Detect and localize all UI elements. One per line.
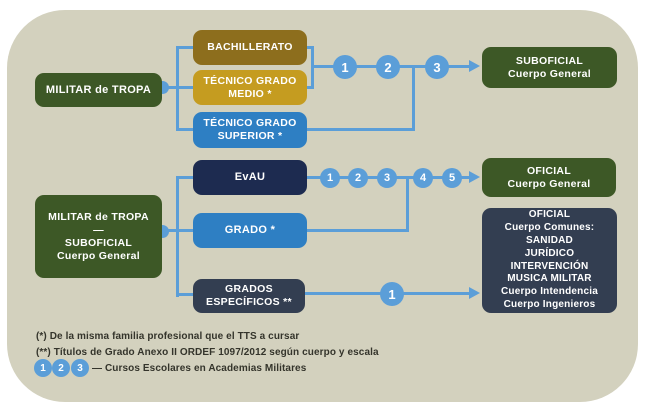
connector-grado-up	[406, 176, 409, 232]
step-circle: 2	[376, 55, 400, 79]
step-circle: 2	[348, 168, 368, 188]
node-label: BACHILLERATO	[207, 41, 293, 53]
arrowhead-suboficial	[469, 60, 480, 72]
node-bachillerato: BACHILLERATO	[193, 30, 307, 65]
node-label-line: SUPERIOR *	[217, 130, 283, 142]
connector-stub-evau	[176, 176, 194, 179]
connector-tecnico-superior-up	[412, 65, 415, 131]
step-circle: 3	[425, 55, 449, 79]
node-grados-especificos: GRADOS ESPECÍFICOS **	[193, 279, 305, 313]
node-tecnico-grado-superior: TÉCNICO GRADO SUPERIOR *	[193, 112, 307, 148]
node-label-line: JURÍDICO	[524, 247, 575, 259]
step-number: 1	[326, 172, 334, 184]
legend-label: — Cursos Escolares en Academias Militare…	[92, 363, 307, 374]
node-label-line: OFICIAL	[528, 209, 571, 221]
node-evau: EvAU	[193, 160, 307, 195]
node-label-line: ESPECÍFICOS **	[206, 296, 292, 308]
connector-branch-top-vertical	[176, 46, 179, 131]
node-label: MILITAR de TROPA	[45, 83, 152, 96]
node-oficial-cuerpo-general: OFICIAL Cuerpo General	[482, 158, 616, 197]
node-label-line: MILITAR de TROPA	[48, 210, 149, 223]
connector-grado-out	[306, 229, 409, 232]
footnote-asterisk: (*) De la misma familia profesional que …	[36, 331, 300, 342]
connector-tecnico-medio-out	[306, 86, 314, 89]
connector-stub-tecnico-superior	[176, 128, 194, 131]
node-label-line: TÉCNICO GRADO	[203, 74, 297, 87]
node-label-line: SUBOFICIAL	[64, 236, 133, 249]
node-oficial-cuerpos-comunes: OFICIAL Cuerpo Comunes: SANIDAD JURÍDICO…	[482, 208, 617, 313]
node-militar-tropa-suboficial: MILITAR de TROPA — SUBOFICIAL Cuerpo Gen…	[35, 195, 162, 278]
node-label-line: SUBOFICIAL	[515, 54, 584, 67]
step-circle: 5	[442, 168, 462, 188]
step-circle: 3	[377, 168, 397, 188]
node-militar-de-tropa: MILITAR de TROPA	[35, 73, 162, 107]
step-circle: 4	[413, 168, 433, 188]
step-circle: 1	[333, 55, 357, 79]
node-label-line: Cuerpo General	[507, 177, 591, 190]
connector-branch-bottom-vertical	[176, 176, 179, 297]
node-grado: GRADO *	[193, 213, 307, 248]
node-label-line: TÉCNICO GRADO	[203, 117, 297, 129]
step-number: 2	[384, 59, 392, 75]
legend-step-number: 3	[77, 362, 83, 374]
legend-step-number: 1	[40, 362, 46, 374]
step-number: 1	[388, 286, 396, 302]
step-number: 5	[448, 172, 456, 184]
node-label-line: INTERVENCIÓN	[510, 260, 589, 272]
step-circle: 1	[320, 168, 340, 188]
node-label-line: GRADOS	[225, 283, 273, 295]
legend-step-circle: 1	[34, 359, 52, 377]
node-tecnico-grado-medio: TÉCNICO GRADO MEDIO *	[193, 70, 307, 105]
step-circle: 1	[380, 282, 404, 306]
connector-stub-bachillerato	[176, 46, 194, 49]
step-number: 4	[419, 172, 427, 184]
node-label-line: Cuerpo Intendencia	[501, 286, 598, 298]
connector-bachillerato-out	[306, 46, 314, 49]
connector-stub-grados-especificos	[176, 293, 194, 296]
footnote-double-asterisk: (**) Títulos de Grado Anexo II ORDEF 109…	[36, 347, 379, 358]
step-number: 1	[341, 59, 349, 75]
connector-tecnico-superior-out	[306, 128, 415, 131]
node-label-line: MUSICA MILITAR	[507, 273, 592, 285]
step-number: 3	[433, 59, 441, 75]
node-label-line: MEDIO *	[228, 87, 272, 100]
node-label-line: —	[93, 223, 104, 236]
node-label-line: OFICIAL	[526, 164, 572, 177]
step-number: 3	[383, 172, 391, 184]
legend-step-circle: 2	[52, 359, 70, 377]
step-number: 2	[354, 172, 362, 184]
node-suboficial-cuerpo-general: SUBOFICIAL Cuerpo General	[482, 47, 617, 88]
node-label-line: Cuerpo General	[57, 249, 140, 262]
arrowhead-oficial-general	[469, 171, 480, 183]
node-label: GRADO *	[224, 224, 276, 236]
node-label: EvAU	[234, 171, 266, 183]
legend-step-number: 2	[58, 362, 64, 374]
arrowhead-oficial-comunes	[469, 287, 480, 299]
node-label-line: Cuerpo Ingenieros	[503, 298, 596, 310]
node-label-line: SANIDAD	[526, 234, 573, 246]
node-label-line: Cuerpo General	[508, 67, 591, 80]
node-label-line: Cuerpo Comunes:	[504, 222, 595, 234]
legend-step-circle: 3	[71, 359, 89, 377]
